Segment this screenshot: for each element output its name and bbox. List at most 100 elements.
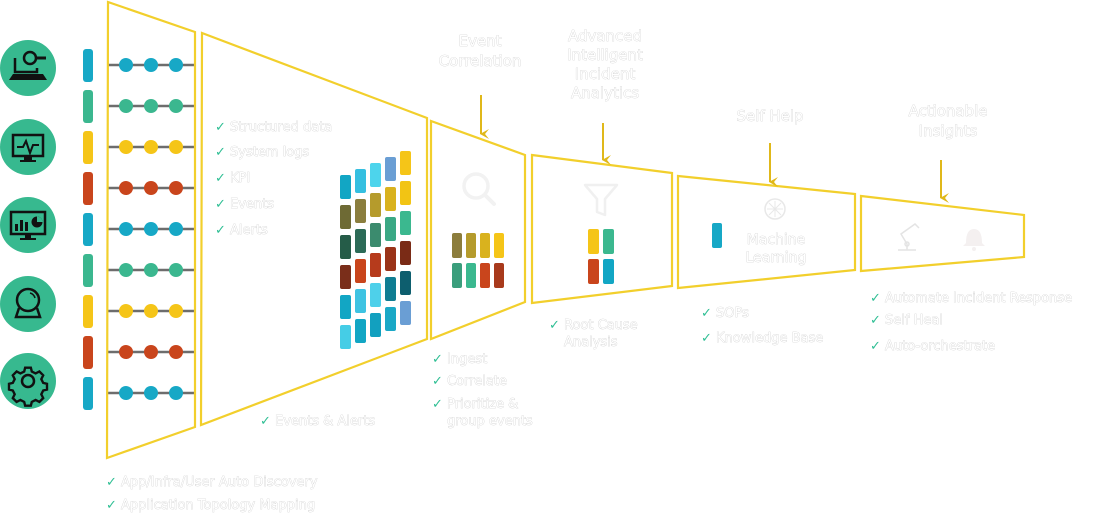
checklist-item-text: Automate Incident Response (885, 291, 1072, 306)
bell-icon (963, 229, 985, 251)
side-bar (83, 131, 93, 164)
stage3-title-line2: Correlation (439, 52, 522, 70)
stage4-panel (530, 153, 674, 305)
abacus-bead (169, 222, 183, 236)
gear-icon (0, 353, 56, 409)
check-icon: ✓ (215, 171, 226, 186)
abacus-bead (169, 386, 183, 400)
stage4-title-line2: Intelligent (567, 46, 643, 64)
stage1-checklist-item: ✓ App/Infra/User Auto Discovery (106, 475, 318, 491)
stage6-title: Actionable Insights (908, 102, 988, 141)
laptop-search-icon (0, 40, 56, 96)
check-icon: ✓ (215, 197, 226, 212)
mosaic-cell (355, 229, 366, 253)
check-icon: ✓ (549, 318, 560, 333)
abacus-bead (144, 99, 158, 113)
check-icon: ✓ (215, 120, 226, 135)
mosaic-cell (400, 271, 411, 295)
side-bar (83, 254, 93, 287)
check-icon: ✓ (432, 374, 443, 389)
mosaic-cell (385, 307, 396, 331)
abacus-bead (119, 99, 133, 113)
check-icon: ✓ (701, 331, 712, 346)
abacus-row (108, 140, 194, 154)
stage2-checklist-item: ✓ Structured data (215, 120, 332, 136)
check-icon: ✓ (106, 498, 117, 513)
stage2-panel (199, 31, 429, 427)
stage4-title: Advanced Intelligent Incident Analytics (567, 27, 643, 103)
abacus-bead (144, 222, 158, 236)
correlation-grid (452, 233, 504, 288)
abacus-bead (144, 304, 158, 318)
grid-cell (588, 259, 599, 284)
mosaic-cell (370, 283, 381, 307)
checklist-item-text: Correlate (447, 374, 507, 389)
side-bar (83, 49, 93, 82)
grid-cell (480, 263, 490, 288)
stage1-panel (105, 0, 197, 460)
check-icon: ✓ (870, 313, 881, 328)
abacus-bead (144, 140, 158, 154)
stage1-checklist-item: ✓ Application Topology Mapping (106, 498, 315, 514)
stage3-title-line1: Event (459, 32, 502, 50)
stage2-checklist-item: ✓Alerts (215, 223, 268, 239)
abacus-bead (119, 181, 133, 195)
abacus-bead (119, 263, 133, 277)
source-icons (0, 40, 56, 409)
mosaic-cell (340, 295, 351, 319)
funnel-icon (583, 183, 619, 217)
grid-cell (452, 233, 462, 258)
mosaic-cell (385, 277, 396, 301)
checklist-item-text: Ingest (447, 352, 487, 367)
checklist-item-text: Events & Alerts (275, 414, 375, 429)
abacus-row (108, 304, 194, 318)
grid-cell (494, 263, 504, 288)
stage4-title-line3: Incident (575, 65, 636, 83)
check-icon: ✓ (106, 475, 117, 490)
check-icon: ✓ (870, 291, 881, 306)
stage6-title-line1: Actionable (908, 102, 987, 120)
mosaic-cell (400, 181, 411, 205)
checklist-item-text: App/Infra/User Auto Discovery (121, 475, 318, 490)
abacus-row (108, 386, 194, 400)
abacus-bead (169, 304, 183, 318)
mosaic-cell (355, 319, 366, 343)
ml-color-block (712, 223, 722, 248)
stage4-title-line4: Analytics (571, 84, 639, 102)
grid-cell (466, 233, 476, 258)
checklist-item-text: Alerts (230, 223, 268, 238)
abacus-bead (144, 181, 158, 195)
mosaic-cell (355, 169, 366, 193)
side-bar (83, 172, 93, 205)
stage5-checklist-item: ✓ Knowledge Base (701, 331, 824, 347)
mosaic-cell (355, 259, 366, 283)
abacus-bead (169, 99, 183, 113)
stage6-checklist-item: ✓ Self Heal (870, 313, 943, 329)
checklist-item-text: Root Cause (564, 318, 638, 333)
checklist-item-text: Application Topology Mapping (121, 498, 315, 513)
mosaic-cell (370, 193, 381, 217)
checklist-item-text: Knowledge Base (716, 331, 823, 346)
stage3-checklist-item-continuation: group events (447, 414, 533, 429)
stage2-checklist-item: ✓Events (215, 197, 275, 213)
checklist-item-text: Structured data (230, 120, 332, 135)
mosaic-cell (400, 301, 411, 325)
check-icon: ✓ (701, 306, 712, 321)
stage3-checklist-item: ✓Prioritize & (432, 397, 519, 413)
abacus-bead (119, 58, 133, 72)
monitor-pulse-icon (0, 119, 56, 175)
abacus-row (108, 181, 194, 195)
mosaic-cell (370, 253, 381, 277)
grid-cell (466, 263, 476, 288)
ml-label-line1: Machine (747, 232, 806, 248)
side-bar (83, 377, 93, 410)
mosaic-cell (370, 313, 381, 337)
checklist-item-text: Self Heal (885, 313, 943, 328)
mosaic-cell (385, 187, 396, 211)
grid-cell (452, 263, 462, 288)
data-mosaic (340, 151, 411, 349)
grid-cell (494, 233, 504, 258)
side-bar (83, 213, 93, 246)
grid-cell (603, 229, 614, 254)
abacus-bead (169, 181, 183, 195)
